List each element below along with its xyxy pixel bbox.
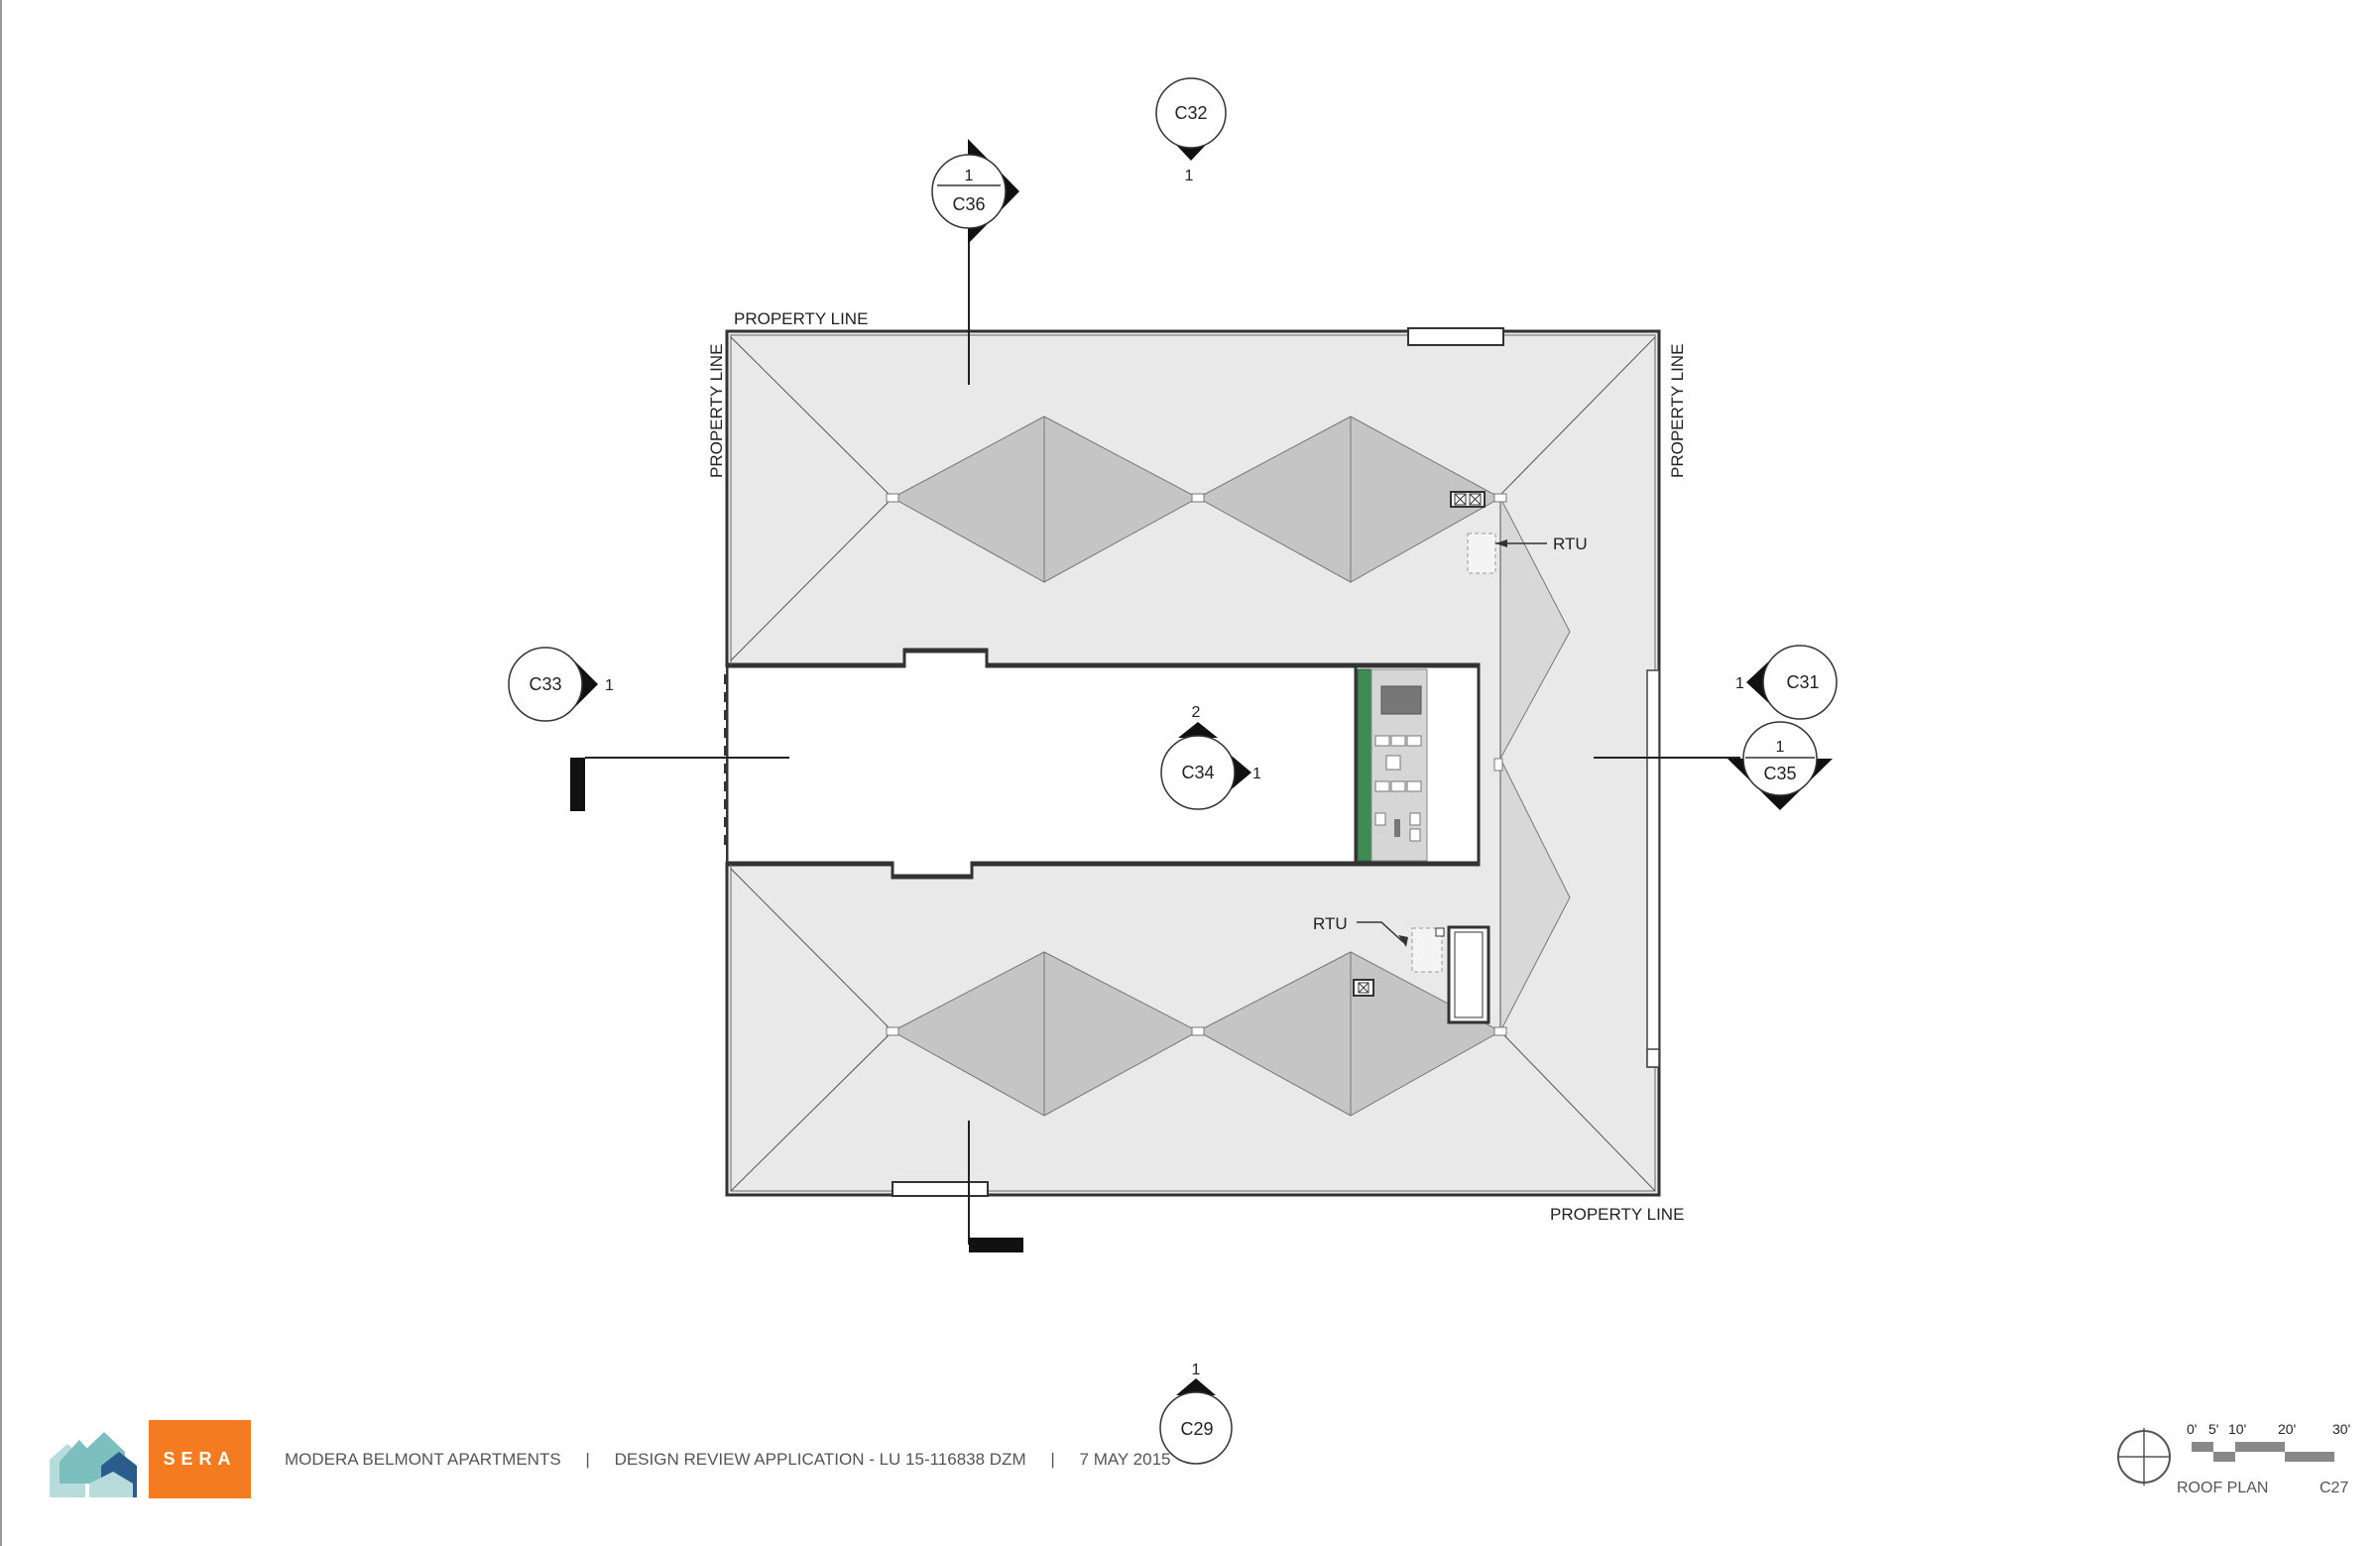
graphic-scale: 0' 5' 10' 20' 30' [2187, 1421, 2350, 1462]
svg-text:1: 1 [1192, 1362, 1201, 1378]
section-marker-c36: 1 C36 [931, 139, 1019, 244]
svg-text:1: 1 [1185, 168, 1194, 184]
title-block: SERA MODERA BELMONT APARTMENTS | DESIGN … [0, 1408, 2380, 1527]
rtu-south [1353, 921, 1490, 1024]
svg-text:1: 1 [1776, 739, 1785, 756]
scale-tick-10: 10' [2228, 1421, 2246, 1437]
south-parapet-notch [892, 1181, 989, 1197]
property-line-label-west: PROPERTY LINE [707, 344, 726, 478]
scale-tick-20: 20' [2278, 1421, 2296, 1437]
scale-tick-0: 0' [2187, 1421, 2197, 1437]
rtu-label-south: RTU [1313, 914, 1348, 933]
svg-text:C36: C36 [952, 194, 985, 214]
elevation-marker-c29: C29 1 [1159, 1362, 1233, 1465]
svg-text:C32: C32 [1174, 103, 1207, 123]
svg-text:C29: C29 [1180, 1419, 1213, 1439]
property-line-label-north: PROPERTY LINE [734, 309, 868, 328]
svg-text:1: 1 [1735, 675, 1744, 692]
ridge-nodes [886, 493, 1507, 1036]
separator: | [1050, 1450, 1055, 1469]
project-title-strip: MODERA BELMONT APARTMENTS | DESIGN REVIE… [285, 1450, 1171, 1470]
application-number: DESIGN REVIEW APPLICATION - LU 15-116838… [614, 1450, 1026, 1469]
east-edge-strip [1646, 669, 1660, 1068]
property-line-label-east: PROPERTY LINE [1668, 344, 1687, 478]
elevation-marker-c31: C31 1 [1735, 645, 1838, 720]
separator: | [585, 1450, 590, 1469]
section-lines [585, 233, 1740, 1245]
north-parapet-notch [1407, 327, 1504, 346]
elevation-marker-c34: C34 2 1 [1160, 704, 1261, 810]
logo-text: SERA [163, 1449, 237, 1469]
east-wing-ridges [1499, 497, 1656, 1192]
svg-text:C33: C33 [529, 674, 561, 694]
property-line-label-south: PROPERTY LINE [1550, 1205, 1684, 1224]
sera-logo: SERA [149, 1420, 251, 1498]
elevation-marker-c32: C32 1 [1155, 77, 1227, 184]
sheet-number: C27 [2320, 1480, 2349, 1496]
svg-text:1: 1 [965, 168, 974, 184]
rtu-north [1450, 491, 1547, 574]
section-flag-west [570, 758, 585, 811]
section-marker-c35: 1 C35 [1727, 721, 1833, 810]
svg-text:1: 1 [605, 677, 614, 694]
scale-tick-5: 5' [2208, 1421, 2218, 1437]
courtyard [694, 650, 1481, 878]
rtu-label-north: RTU [1553, 535, 1588, 553]
svg-text:C35: C35 [1763, 764, 1796, 783]
svg-text:C34: C34 [1181, 763, 1214, 782]
project-name: MODERA BELMONT APARTMENTS [285, 1450, 561, 1469]
scale-tick-30: 30' [2332, 1421, 2350, 1437]
elevation-marker-c33: C33 1 [508, 647, 614, 722]
svg-text:1: 1 [1252, 766, 1261, 782]
mechanical-penthouse [1354, 664, 1481, 865]
north-arrow-icon [2117, 1428, 2171, 1486]
svg-text:C31: C31 [1786, 672, 1819, 692]
sheet-name: ROOF PLAN [2177, 1480, 2269, 1496]
section-flag-south [969, 1238, 1023, 1252]
sera-logo-mark-icon [50, 1432, 137, 1497]
issue-date: 7 MAY 2015 [1079, 1450, 1171, 1469]
svg-text:2: 2 [1192, 704, 1201, 721]
